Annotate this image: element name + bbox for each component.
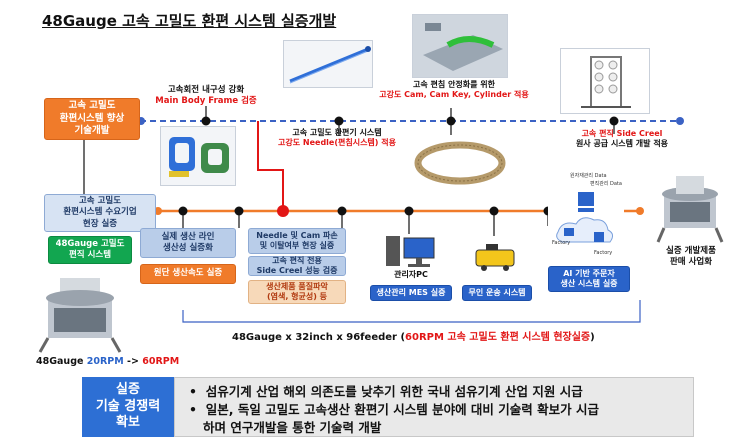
agv-icon	[472, 238, 518, 272]
bullet-2-cont: 하며 연구개발을 통한 기술력 개발	[203, 420, 382, 435]
label-cam: 고속 편침 안정화를 위한 고강도 Cam, Cam Key, Cylinder…	[379, 80, 529, 99]
cam-icon	[412, 14, 508, 78]
cloud-label-4: Factory	[594, 250, 613, 256]
rpm-label: 48Gauge 20RPM -> 60RPM	[36, 356, 180, 367]
ai-box[interactable]: AI 기반 주문자 생산 시스템 실증	[548, 266, 630, 292]
spec-label: 48Gauge x 32inch x 96feeder (60RPM 고속 고밀…	[232, 332, 595, 343]
right-label: 실증 개발제품 판매 사업화	[666, 246, 716, 267]
frame-part-icon	[160, 126, 236, 186]
box-productivity: 실제 생산 라인 생산성 실증화	[140, 228, 236, 258]
label-needle: 고속 고밀도 환편기 시스템 고강도 Needle(편침시스템) 적용	[278, 128, 396, 147]
cloud-label-1: 원자재관리 Data	[570, 173, 607, 179]
red-connector	[257, 121, 284, 211]
mid-left-box: 고속 고밀도 환편시스템 수요기업 현장 실증	[44, 194, 156, 232]
box-speed: 원단 생산속도 실증	[140, 264, 236, 284]
box-needle-cam: Needle 및 Cam 파손 및 이탈여부 현장 실증	[248, 228, 346, 254]
mes-box[interactable]: 생산관리 MES 실증	[370, 285, 452, 301]
box-quality: 생산제품 품질파악 (염색, 형균성) 등	[248, 280, 346, 304]
green-box: 48Gauge 고밀도 편직 시스템	[48, 236, 132, 264]
agv-box[interactable]: 무인 운송 시스템	[462, 285, 532, 301]
page-title: 48Gauge 고속 고밀도 환편 시스템 실증개발	[42, 12, 337, 30]
ring-icon	[412, 137, 508, 189]
bullet-2: • 일본, 독일 고밀도 고속생산 환편기 시스템 분야에 대비 기술력 확보가…	[189, 402, 599, 417]
bullet-1: • 섬유기계 산업 해외 의존도를 낮추기 위한 국내 섬유기계 산업 지원 시…	[189, 384, 583, 399]
box-creel-check: 고속 편직 전용 Side Creel 성능 검증	[248, 256, 346, 276]
top-left-box: 고속 고밀도 환편시스템 향상 기술개발	[44, 98, 140, 140]
side-creel-icon	[560, 48, 650, 114]
pc-icon	[382, 234, 438, 268]
knitting-machine-icon	[30, 268, 130, 354]
label-creel: 고속 편직 Side Creel 원사 공급 시스템 개발 적용	[575, 129, 669, 148]
knitting-machine-right-icon	[650, 170, 730, 244]
pc-label: 관리자PC	[394, 270, 428, 279]
needle-icon	[283, 40, 373, 88]
label-frame: 고속회전 내구성 강화 Main Body Frame 검증	[155, 85, 257, 106]
factory-cloud-icon	[548, 172, 624, 264]
bottom-right-box: • 섬유기계 산업 해외 의존도를 낮추기 위한 국내 섬유기계 산업 지원 시…	[174, 377, 694, 437]
cloud-label-2: 편직관리 Data	[590, 181, 622, 187]
cloud-label-3: Factory	[552, 240, 571, 246]
bottom-left-box: 실증 기술 경쟁력 확보	[82, 377, 174, 437]
